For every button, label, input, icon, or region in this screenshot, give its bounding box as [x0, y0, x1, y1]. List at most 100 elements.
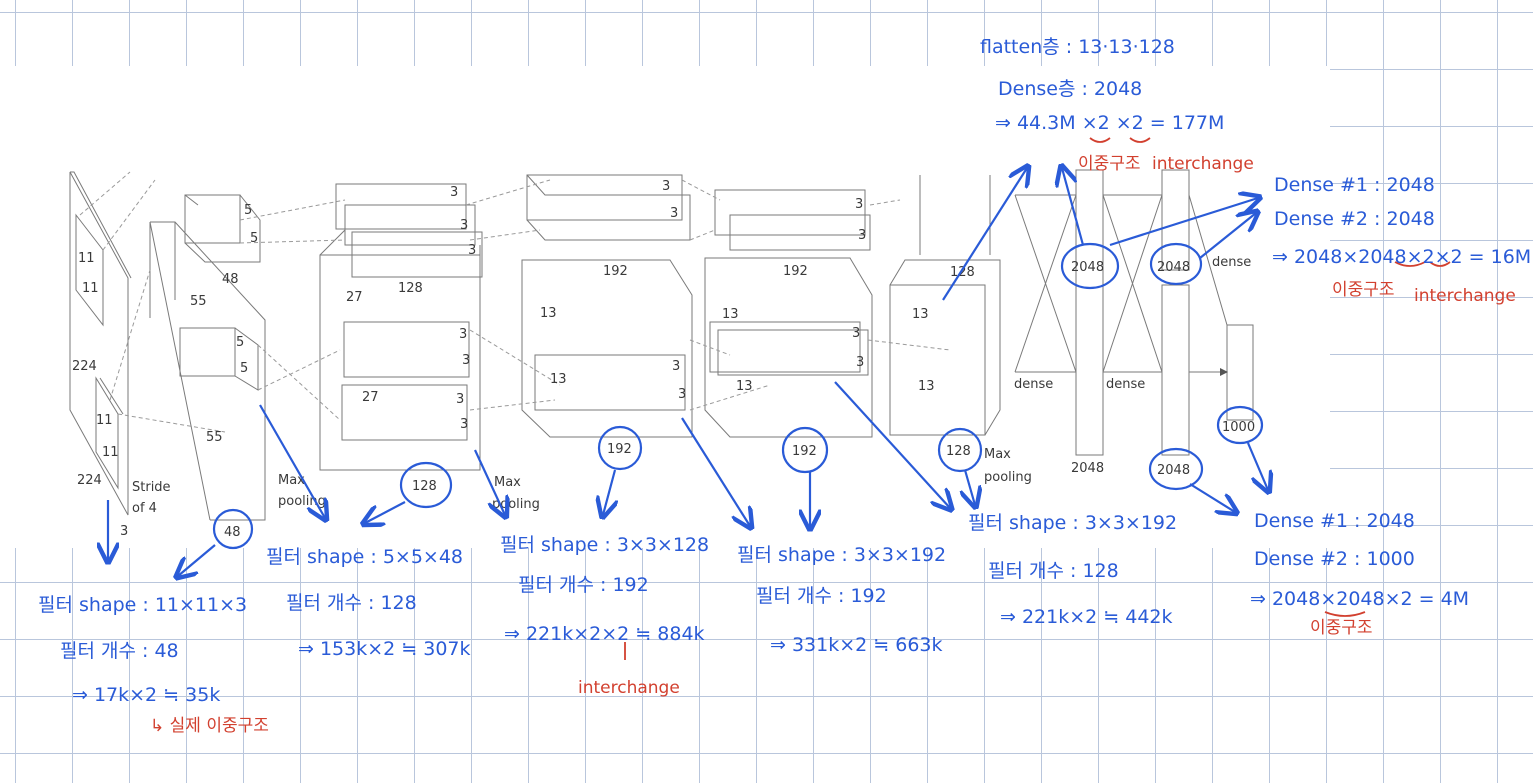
conv2-depth-label: 128 — [412, 479, 437, 494]
conv2-kernel-label: 3 — [456, 392, 464, 407]
fc7-size-label: 2048 — [1157, 463, 1190, 478]
fc8-note-remark-a: 이중구조 — [1310, 618, 1373, 638]
flatten-note-remark-b: interchange — [1152, 154, 1254, 174]
conv5-note-count: 필터 개수 : 128 — [988, 560, 1119, 582]
conv4-depth-label: 192 — [792, 444, 817, 459]
conv3-note-params: ⇒ 221k×2×2 ≒ 884k — [504, 623, 705, 645]
fc7-note-remark-b: interchange — [1414, 286, 1516, 306]
conv4-kernel-label: 3 — [856, 355, 864, 370]
conv5-note-params: ⇒ 221k×2 ≒ 442k — [1000, 606, 1173, 628]
fc7-size-label: 2048 — [1157, 260, 1190, 275]
flatten-note-line3: ⇒ 44.3M ×2 ×2 = 177M — [995, 112, 1225, 134]
conv3-note-count: 필터 개수 : 192 — [518, 574, 649, 596]
conv2-kernel-label: 3 — [462, 353, 470, 368]
output-circle — [1216, 405, 1264, 445]
fc7-circle — [1149, 242, 1203, 286]
dense-label: dense — [1212, 255, 1251, 270]
conv2-depth-label: 128 — [398, 281, 423, 296]
conv1-note-params: ⇒ 17k×2 ≒ 35k — [72, 684, 221, 706]
conv2-kernel-label: 3 — [460, 417, 468, 432]
conv4-depth-label: 192 — [783, 264, 808, 279]
arrow — [474, 449, 505, 515]
fc8-note-line1: Dense #1 : 2048 — [1254, 510, 1415, 532]
input-kernel-label: 11 — [102, 445, 119, 460]
conv4-circle — [781, 426, 829, 474]
fc7-note-remark-a: 이중구조 — [1332, 280, 1395, 300]
conv5-note-shape: 필터 shape : 3×3×192 — [968, 512, 1178, 534]
conv3-note-shape: 필터 shape : 3×3×128 — [500, 534, 710, 556]
input-kernel-label: 11 — [82, 281, 99, 296]
conv5-depth-label: 128 — [950, 265, 975, 280]
conv1-circle — [212, 508, 254, 550]
red-annotations — [624, 137, 1451, 660]
conv3-kernel-label: 3 — [670, 206, 678, 221]
fc8-brace — [1324, 611, 1366, 617]
kernel-projections — [79, 171, 951, 433]
dense-label: dense — [1014, 377, 1053, 392]
arrow — [1189, 483, 1235, 512]
conv1-volume — [149, 194, 266, 521]
conv2-note-count: 필터 개수 : 128 — [286, 592, 417, 614]
conv2-note-shape: 필터 shape : 5×5×48 — [266, 546, 464, 568]
fc8-note-line2: Dense #2 : 1000 — [1254, 548, 1415, 570]
conv3-kernel-label: 3 — [662, 179, 670, 194]
arrow — [1062, 168, 1085, 246]
fc8-note-line3: ⇒ 2048×2048×2 = 4M — [1250, 588, 1470, 610]
fc7-brace — [1394, 261, 1451, 267]
conv2-size-label: 27 — [346, 290, 363, 305]
input-size-label: 224 — [72, 359, 97, 374]
conv3-depth-label: 192 — [607, 442, 632, 457]
conv1-note-shape: 필터 shape : 11×11×3 — [38, 594, 248, 616]
conv4-size-label: 13 — [722, 307, 739, 322]
conv3-size-label: 13 — [540, 306, 557, 321]
conv5-size-label: 13 — [912, 307, 929, 322]
conv2-kernel-label: 3 — [450, 185, 458, 200]
arrow — [603, 469, 615, 515]
input-volume — [69, 171, 132, 516]
conv2-circle — [399, 461, 453, 509]
arrow — [1109, 198, 1258, 247]
conv4-volume — [704, 189, 873, 438]
fc7-note-line1: Dense #1 : 2048 — [1274, 174, 1435, 196]
conv5-depth-label: 128 — [946, 444, 971, 459]
conv1-depth-label: 48 — [224, 525, 241, 540]
output-size-label: 1000 — [1222, 420, 1255, 435]
pool3-label: Max — [984, 447, 1011, 462]
conv2-volume — [319, 183, 483, 471]
conv4-size-label: 13 — [736, 379, 753, 394]
conv1-depth-label: 48 — [222, 272, 239, 287]
stride-label: Stride — [132, 480, 171, 495]
conv3-depth-label: 192 — [603, 264, 628, 279]
conv5-volume — [889, 175, 1001, 436]
dense-layers — [1014, 169, 1254, 456]
fc6-size-label: 2048 — [1071, 260, 1104, 275]
conv1-kernel-label: 5 — [250, 231, 258, 246]
conv1-note-count: 필터 개수 : 48 — [60, 640, 179, 662]
conv3-kernel-label: 3 — [672, 359, 680, 374]
flatten-note-line1: flatten층 : 13·13·128 — [980, 36, 1175, 58]
arrow — [965, 469, 975, 505]
arrow — [681, 417, 750, 526]
conv1-size-label: 55 — [206, 430, 223, 445]
pool1-label: Max — [278, 473, 305, 488]
input-size-label: 224 — [77, 473, 102, 488]
conv2-size-label: 27 — [362, 390, 379, 405]
arrow — [259, 404, 325, 518]
conv4-kernel-label: 3 — [852, 326, 860, 341]
flatten-note-line2: Dense층 : 2048 — [998, 78, 1143, 100]
conv2-kernel-label: 3 — [468, 243, 476, 258]
conv1-size-label: 55 — [190, 294, 207, 309]
conv4-note-count: 필터 개수 : 192 — [756, 585, 887, 607]
conv4-note-shape: 필터 shape : 3×3×192 — [737, 544, 947, 566]
arrow — [1199, 213, 1256, 259]
fc7-note-line2: Dense #2 : 2048 — [1274, 208, 1435, 230]
fc7-note-line3: ⇒ 2048×2048×2×2 = 16M — [1272, 246, 1532, 268]
conv4-kernel-label: 3 — [855, 197, 863, 212]
conv3-circle — [597, 425, 643, 471]
conv1-kernel-label: 5 — [236, 335, 244, 350]
conv3-kernel-label: 3 — [678, 387, 686, 402]
fc6-size-label: 2048 — [1071, 461, 1104, 476]
conv1-kernel-label: 5 — [244, 203, 252, 218]
conv5-circle — [937, 427, 983, 473]
flatten-brace — [1089, 137, 1151, 143]
